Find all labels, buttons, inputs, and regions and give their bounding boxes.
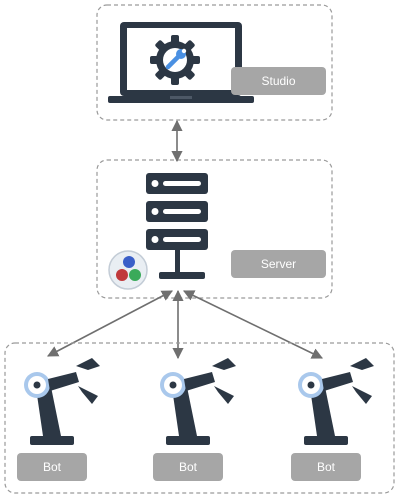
studio-label-box (231, 67, 326, 95)
bot-2-label-box (153, 453, 223, 481)
studio-group: Studio (96, 4, 333, 121)
bots-group: Bot Bot Bot (4, 342, 395, 494)
server-group: Server (96, 159, 333, 299)
studio-frame (96, 4, 333, 121)
laptop-gear-icon (108, 22, 254, 103)
bots-frame (4, 342, 395, 494)
bot-2: Bot (153, 358, 236, 481)
robot-arm-icon (298, 358, 374, 445)
server-bot1-arrow (47, 290, 173, 357)
server-label-box (231, 250, 326, 278)
bot-1-label-box (17, 453, 87, 481)
bot-1: Bot (17, 358, 100, 481)
server-label: Server (261, 257, 296, 271)
server-bot3-arrow (182, 290, 324, 359)
server-rack-icon (146, 173, 208, 279)
bot-3: Bot (291, 358, 374, 481)
database-badge-icon (108, 250, 148, 290)
robot-arm-icon (160, 358, 236, 445)
bot-3-label-box (291, 453, 361, 481)
connections (47, 119, 324, 360)
studio-label: Studio (261, 74, 295, 88)
bot-3-label: Bot (317, 460, 336, 474)
robot-arm-icon (24, 358, 100, 445)
bot-1-label: Bot (43, 460, 62, 474)
bot-2-label: Bot (179, 460, 198, 474)
